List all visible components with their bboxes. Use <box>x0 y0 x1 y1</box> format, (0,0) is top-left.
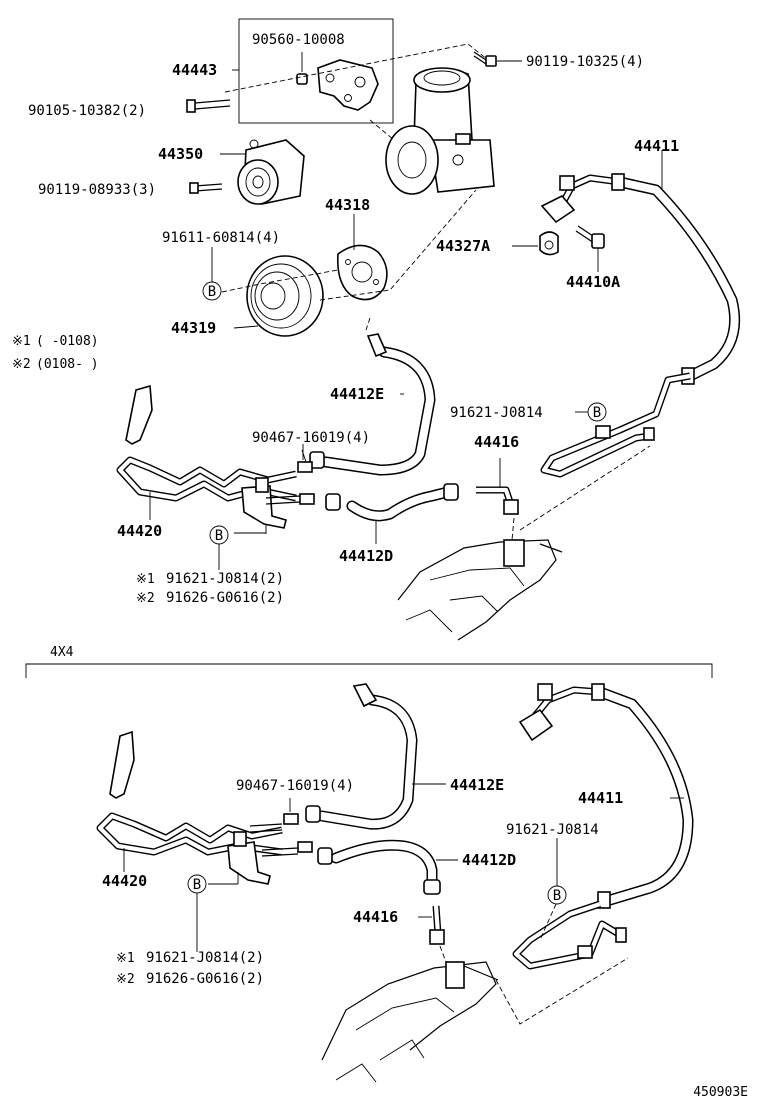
label-90560-10008: 90560-10008 <box>252 32 345 48</box>
tube-44416-drawing <box>476 486 519 515</box>
label-44443: 44443 <box>172 61 217 79</box>
label-44411: 44411 <box>634 137 679 155</box>
pressure-hose-44411-drawing <box>540 173 741 478</box>
label-44319: 44319 <box>171 319 216 337</box>
bolt-note-1-part-4x4: 91621-J0814(2) <box>146 950 264 966</box>
label-44416-4x4: 44416 <box>353 908 398 926</box>
label-90105-10382: 90105-10382(2) <box>28 103 146 119</box>
bolt-90105-drawing <box>186 99 231 113</box>
bolt-marker-b-5: B <box>553 888 561 904</box>
section-divider <box>25 663 713 678</box>
bolt-note-2-part-4x4: 91626-G0616(2) <box>146 971 264 987</box>
bracket-inset-box <box>238 18 394 124</box>
idler-pulley-44350-drawing <box>237 139 305 205</box>
bracket-44443-drawing <box>296 59 379 111</box>
label-91621-j0814: 91621-J0814 <box>450 405 543 421</box>
bolt-note-1-mark-4x4: ※1 <box>116 951 135 966</box>
bolt-marker-b-1: B <box>208 284 216 300</box>
note-1-range: ( -0108) <box>36 334 99 349</box>
oil-cooler-44420-4x4-drawing <box>96 730 283 885</box>
bolt-note-2-mark: ※2 <box>136 591 155 606</box>
label-44411-4x4: 44411 <box>578 789 623 807</box>
note-2-mark: ※2 <box>12 357 31 372</box>
bolt-note-1-mark: ※1 <box>136 572 155 587</box>
bolt-marker-b-3: B <box>215 528 223 544</box>
pressure-hose-44411-4x4-drawing <box>512 683 694 970</box>
label-90119-08933: 90119-08933(3) <box>38 182 156 198</box>
label-44420-4x4: 44420 <box>102 872 147 890</box>
power-steering-pump-drawing <box>385 67 495 195</box>
label-44412d: 44412D <box>339 547 393 565</box>
oil-cooler-44420-drawing <box>116 384 297 529</box>
return-hose-44412d-drawing <box>325 483 459 522</box>
plate-44318-drawing <box>336 244 388 301</box>
label-90467-16019-4x4: 90467-16019(4) <box>236 778 354 794</box>
steering-gear-upper-drawing <box>397 539 563 641</box>
label-91611-60814: 91611-60814(4) <box>162 230 280 246</box>
steering-gear-4x4-drawing <box>321 961 499 1083</box>
pulley-44319-drawing <box>246 255 324 337</box>
tube-44416-4x4-drawing <box>429 905 445 945</box>
note-2-range: (0108- ) <box>36 357 99 372</box>
label-44412e-4x4: 44412E <box>450 776 504 794</box>
clip-44327a-drawing <box>539 231 559 256</box>
label-44416: 44416 <box>474 433 519 451</box>
label-90467-16019: 90467-16019(4) <box>252 430 370 446</box>
label-44420: 44420 <box>117 522 162 540</box>
label-44350: 44350 <box>158 145 203 163</box>
label-90119-10325: 90119-10325(4) <box>526 54 644 70</box>
note-1-mark: ※1 <box>12 334 31 349</box>
bolt-90119-10325-drawing <box>473 51 497 67</box>
return-hose-44412e-4x4-drawing <box>305 683 418 830</box>
diagram-id: 450903E <box>693 1085 748 1100</box>
return-hose-44412e-drawing <box>309 333 436 476</box>
bolt-note-2-mark-4x4: ※2 <box>116 972 135 987</box>
bolt-marker-b-4: B <box>193 877 201 893</box>
label-44410a: 44410A <box>566 273 620 291</box>
bolt-marker-b-2: B <box>593 405 601 421</box>
label-44318: 44318 <box>325 196 370 214</box>
label-44327a: 44327A <box>436 237 490 255</box>
label-91621-j0814-4x4: 91621-J0814 <box>506 822 599 838</box>
label-44412e: 44412E <box>330 385 384 403</box>
section-title-4x4: 4X4 <box>50 645 74 660</box>
label-44412d-4x4: 44412D <box>462 851 516 869</box>
bolt-90119-08933-drawing <box>189 182 223 194</box>
bolt-note-1-part: 91621-J0814(2) <box>166 571 284 587</box>
bolt-note-2-part: 91626-G0616(2) <box>166 590 284 606</box>
return-hose-44412d-4x4-drawing <box>317 839 441 895</box>
union-bolt-44410a-drawing <box>575 225 605 249</box>
